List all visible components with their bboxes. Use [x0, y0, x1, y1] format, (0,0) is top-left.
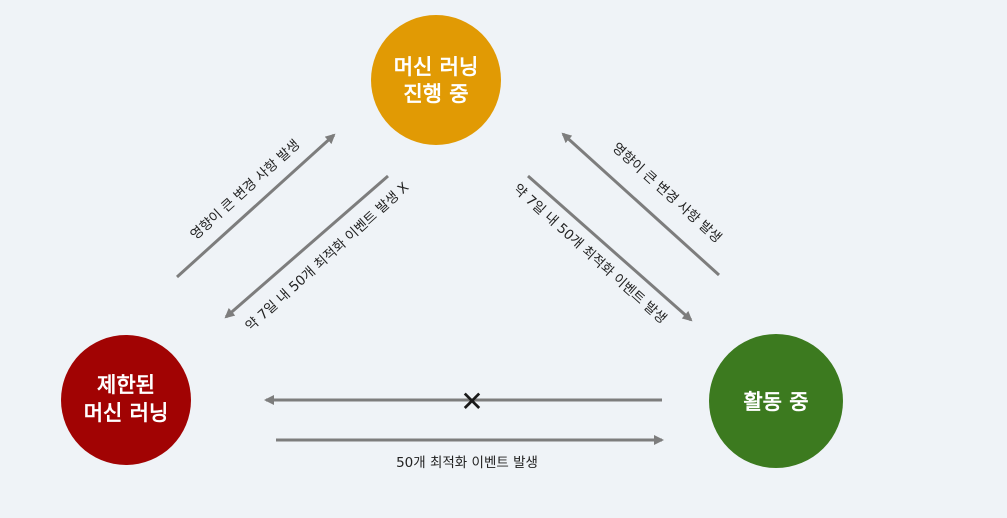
label-restricted-to-learning: 영향이 큰 변경 사항 발생	[187, 137, 303, 243]
node-learning-label-line1: 머신 러닝	[394, 55, 479, 79]
node-restricted: 제한된 머신 러닝	[61, 335, 191, 465]
node-active-label: 활동 중	[743, 390, 808, 414]
node-learning: 머신 러닝 진행 중	[371, 15, 501, 145]
arrow-restricted-to-learning	[175, 133, 336, 279]
label-learning-to-restricted: 약 7일 내 50개 최적화 이벤트 발생 X	[242, 179, 412, 334]
blocked-x-icon: ✕	[460, 385, 483, 418]
label-learning-to-active: 약 7일 내 50개 최적화 이벤트 발생	[510, 181, 670, 327]
node-active-circle	[709, 334, 843, 468]
label-restricted-to-active: 50개 최적화 이벤트 발생	[396, 455, 538, 471]
node-restricted-circle	[61, 335, 191, 465]
node-learning-label-line2: 진행 중	[403, 82, 468, 106]
arrow-active-to-learning	[561, 132, 721, 277]
node-restricted-label-line1: 제한된	[97, 373, 155, 397]
node-learning-circle	[371, 15, 501, 145]
arrow-learning-to-restricted	[224, 174, 389, 319]
node-active: 활동 중	[709, 334, 843, 468]
arrow-learning-to-active	[527, 174, 693, 322]
node-restricted-label-line2: 머신 러닝	[84, 401, 169, 425]
